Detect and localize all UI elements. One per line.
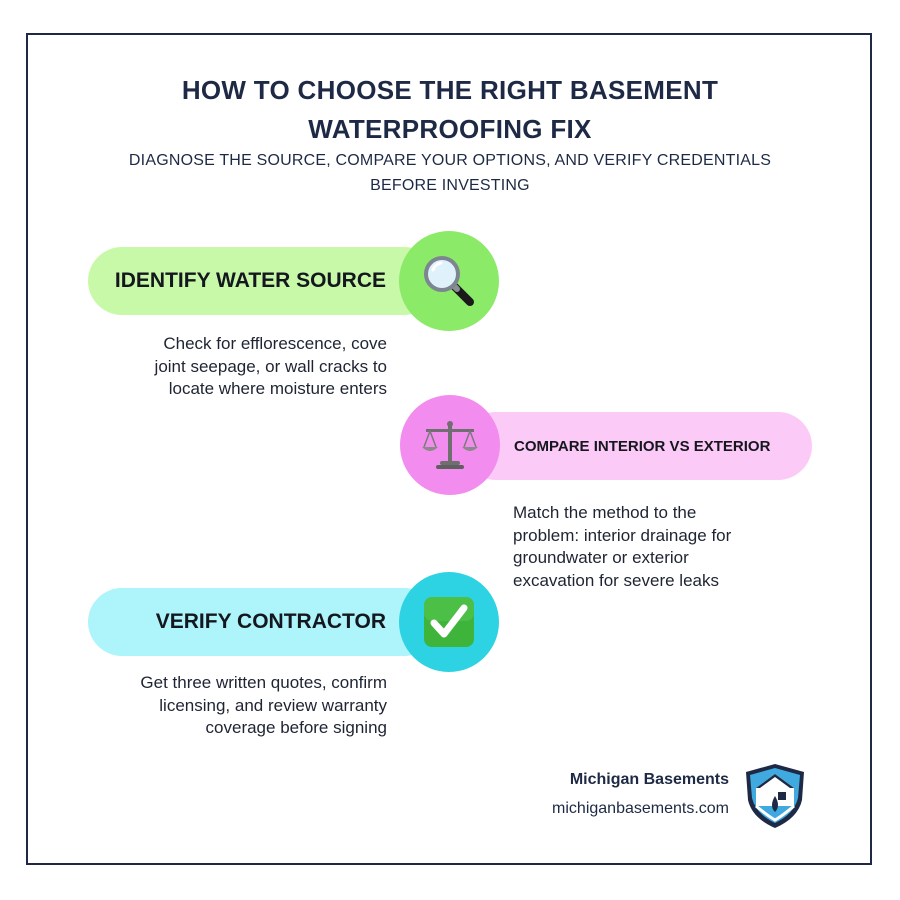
house-shield-logo-icon [746, 764, 804, 828]
step-3-desc-line: coverage before signing [205, 718, 387, 737]
step-3-label: VERIFY CONTRACTOR [155, 610, 386, 633]
page-title-line-2: WATERPROOFING FIX [308, 114, 592, 144]
step-3-desc-line: licensing, and review warranty [159, 695, 387, 715]
step-3-pill: VERIFY CONTRACTOR [88, 588, 438, 656]
magnifying-glass-icon [424, 256, 474, 306]
step-2-desc-line: Match the method to the [513, 503, 697, 522]
step-3-desc-line: Get three written quotes, confirm [140, 673, 387, 692]
brand-url[interactable]: michiganbasements.com [552, 800, 729, 817]
step-1-circle [399, 231, 499, 331]
subtitle-line-1: DIAGNOSE THE SOURCE, COMPARE YOUR OPTION… [128, 152, 772, 169]
step-2-desc-line: excavation for severe leaks [513, 570, 719, 590]
balance-scale-icon [422, 421, 478, 469]
step-1-desc-line: joint seepage, or wall cracks to [154, 356, 387, 376]
brand-name: Michigan Basements [569, 771, 729, 788]
check-mark-icon [424, 597, 474, 647]
step-1-desc-line: locate where moisture enters [168, 379, 387, 398]
step-3-circle [399, 572, 499, 672]
subtitle-line-2: BEFORE INVESTING [370, 177, 530, 194]
step-2-label: COMPARE INTERIOR VS EXTERIOR [514, 437, 771, 455]
step-1-description: Check for efflorescence, cove joint seep… [155, 333, 387, 401]
step-2-pill: COMPARE INTERIOR VS EXTERIOR [462, 412, 812, 480]
infographic-frame [26, 33, 872, 865]
step-2-desc-line: problem: interior drainage for [513, 525, 732, 545]
step-2-description: Match the method to the problem: interio… [513, 502, 731, 592]
step-1-label: IDENTIFY WATER SOURCE [114, 269, 386, 292]
step-3-description: Get three written quotes, confirm licens… [140, 672, 387, 740]
step-1-desc-line: Check for efflorescence, cove [163, 334, 387, 353]
step-1-pill: IDENTIFY WATER SOURCE [88, 247, 438, 315]
step-2-circle [400, 395, 500, 495]
step-2-desc-line: groundwater or exterior [513, 548, 689, 567]
page-title-line-1: HOW TO CHOOSE THE RIGHT BASEMENT [181, 75, 719, 105]
